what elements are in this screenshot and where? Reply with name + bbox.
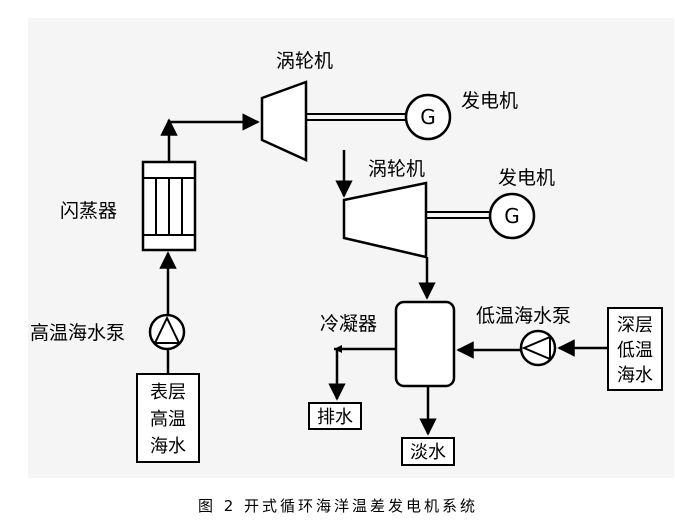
generator-top	[404, 93, 452, 141]
fresh-water-label: 淡水	[410, 442, 446, 463]
drain-direction-arrow	[334, 345, 342, 353]
condenser-label: 冷凝器	[320, 313, 377, 335]
generator-top-label: 发电机	[461, 90, 518, 112]
deep-cold-water-line2: 低温	[617, 340, 653, 361]
turbine-bottom-label: 涡轮机	[368, 158, 425, 180]
surface-warm-water-line3: 海水	[150, 436, 186, 457]
deep-cold-water-line1: 深层	[617, 315, 653, 336]
flash-evaporator-label: 闪蒸器	[60, 200, 117, 222]
warm-pump	[148, 313, 186, 351]
fresh-water-box	[401, 437, 455, 466]
generator-bottom-label: 发电机	[498, 167, 555, 189]
drain-label: 排水	[317, 407, 353, 428]
flow-lines	[159, 113, 608, 436]
cold-pump-label: 低温海水泵	[476, 305, 571, 327]
cold-pump	[519, 329, 557, 367]
drain-box	[308, 402, 362, 430]
generator-bottom-symbol: G	[504, 204, 520, 228]
flash-evaporator	[141, 160, 197, 252]
figure-caption: 图 2 开式循环海洋温差发电机系统	[198, 497, 478, 515]
deep-cold-water-line3: 海水	[617, 365, 653, 386]
surface-warm-water-line2: 高温	[150, 409, 186, 430]
diagram-background	[28, 18, 674, 478]
shaft-top	[306, 113, 406, 121]
surface-warm-water-line1: 表层	[150, 382, 186, 403]
shaft-bottom	[426, 211, 490, 219]
turbine-top-label: 涡轮机	[276, 50, 333, 72]
condenser	[394, 300, 456, 388]
warm-pump-label: 高温海水泵	[30, 322, 125, 344]
generator-top-symbol: G	[420, 105, 436, 129]
turbine-top	[260, 80, 308, 162]
generator-bottom	[488, 192, 536, 240]
